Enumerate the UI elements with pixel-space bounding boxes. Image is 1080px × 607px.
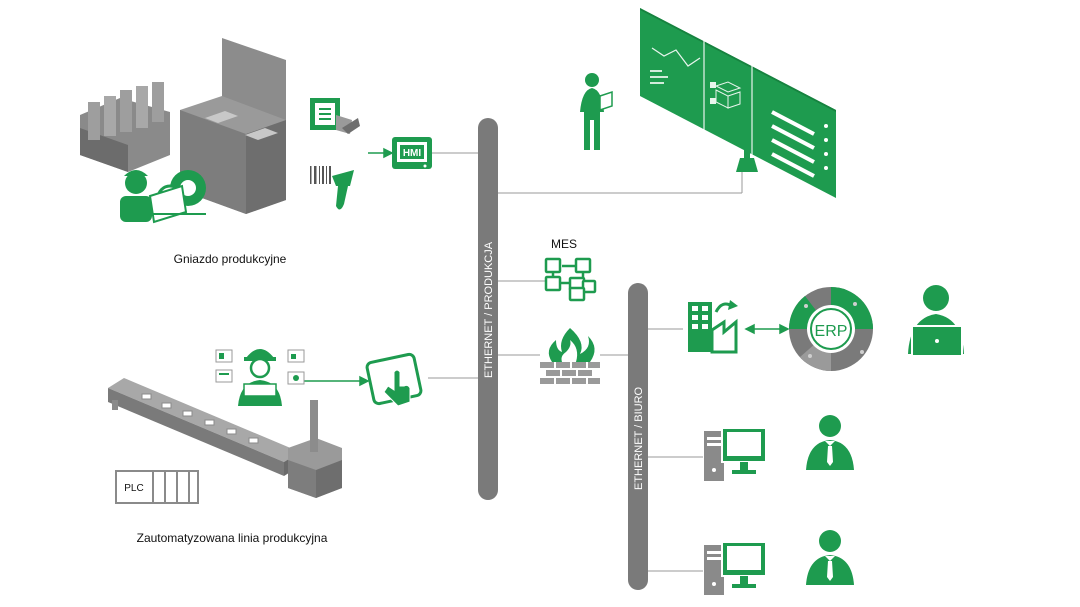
arrows (300, 147, 790, 387)
worker-icon (215, 349, 305, 406)
plc-icon: PLC (115, 470, 199, 504)
arrow-to-hmi (383, 147, 394, 159)
hmi-screen-icon: HMI (392, 137, 432, 169)
arrow-right-erp (779, 323, 790, 335)
arrow-left-factory (744, 323, 755, 335)
office-bus-label: ETHERNET / BIURO (633, 386, 645, 490)
manager-tablet-icon (580, 73, 613, 150)
office-bus: ETHERNET / BIURO (628, 283, 648, 590)
desktop-computer-icon (704, 427, 767, 481)
office-user-icon (908, 285, 964, 357)
document-feeder-icon (310, 98, 360, 134)
operator-gear-icon (120, 170, 206, 224)
production-bus: ETHERNET / PRODUKCJA (478, 118, 498, 500)
connection-lines (428, 152, 743, 572)
automated-line-label: Zautomatyzowana linia produkcyjna (137, 531, 328, 545)
erp-label: ERP (815, 323, 848, 340)
businessman-icon (806, 415, 854, 470)
touch-tablet-icon (365, 352, 423, 407)
arrow-to-tablet (359, 375, 370, 387)
mes-label: MES (551, 237, 577, 251)
conveyor-icon (108, 378, 342, 498)
mes-network-icon (544, 257, 597, 302)
production-cell-label: Gniazdo produkcyjne (174, 252, 287, 266)
erp-ring-icon: ERP (789, 287, 873, 371)
factory-icon (688, 300, 738, 354)
production-bus-label: ETHERNET / PRODUKCJA (483, 241, 495, 378)
firewall-icon (540, 328, 600, 384)
desktop-computer-icon (704, 541, 767, 595)
businessman-icon (806, 530, 854, 585)
scanner-icon (310, 166, 354, 210)
hmi-label: HMI (403, 148, 422, 159)
dashboard-board-icon (640, 8, 836, 198)
plc-label: PLC (124, 483, 143, 494)
